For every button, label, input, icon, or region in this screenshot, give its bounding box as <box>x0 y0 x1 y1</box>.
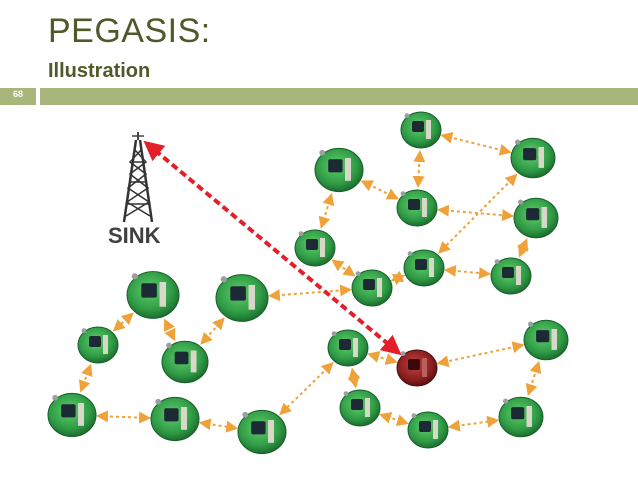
slide-number: 68 <box>12 89 23 99</box>
chain-link <box>360 180 400 200</box>
slide-number-box <box>0 88 36 105</box>
sink-label: SINK <box>108 223 161 248</box>
chain-link <box>279 361 334 416</box>
chain-link <box>318 192 335 229</box>
chain-link <box>412 149 426 189</box>
sensor-node-icon <box>77 326 119 364</box>
sensor-node-icon <box>490 257 532 295</box>
sensor-node-icon <box>150 396 200 442</box>
sensor-node-icon <box>314 147 364 193</box>
sensor-node-icon <box>523 319 569 361</box>
chain-link <box>379 412 409 426</box>
chain-link <box>447 415 500 432</box>
leader-node-icon <box>396 349 438 387</box>
chain-links <box>78 131 542 433</box>
chain-link <box>78 363 93 393</box>
accent-bar <box>40 88 638 105</box>
chain-link <box>95 410 152 424</box>
sensor-node-icon <box>215 274 269 322</box>
sensor-nodes <box>47 111 569 455</box>
chain-link <box>198 418 239 433</box>
chain-link <box>267 284 353 302</box>
chain-link <box>163 318 176 342</box>
slide-title: PEGASIS: <box>48 12 211 50</box>
chain-link <box>347 367 361 389</box>
chain-link <box>367 351 398 365</box>
chain-link <box>517 238 530 258</box>
chain-link <box>438 173 518 254</box>
sensor-node-icon <box>403 249 445 287</box>
slide-subtitle: Illustration <box>48 60 151 82</box>
chain-link <box>331 259 356 277</box>
sensor-node-icon <box>294 229 336 267</box>
sensor-node-icon <box>396 189 438 227</box>
sensor-node-icon <box>47 392 97 438</box>
sensor-node-icon <box>400 111 442 149</box>
sensor-node-icon <box>126 271 180 319</box>
chain-link <box>436 341 525 368</box>
sensor-node-icon <box>510 137 556 179</box>
chain-link <box>200 317 225 345</box>
sensor-node-icon <box>237 409 287 455</box>
chain-link <box>436 204 515 222</box>
sensor-node-icon <box>498 396 544 438</box>
sensor-node-icon <box>161 340 209 384</box>
chain-link <box>443 264 492 280</box>
chain-link <box>390 270 406 286</box>
sensor-node-icon <box>339 389 381 427</box>
chain-link <box>112 312 134 332</box>
sensor-node-icon <box>351 269 393 307</box>
sensor-node-icon <box>327 329 369 367</box>
sensor-node-icon <box>513 197 559 239</box>
chain-link <box>525 360 542 397</box>
chain-link <box>440 131 512 156</box>
sensor-node-icon <box>407 411 449 449</box>
